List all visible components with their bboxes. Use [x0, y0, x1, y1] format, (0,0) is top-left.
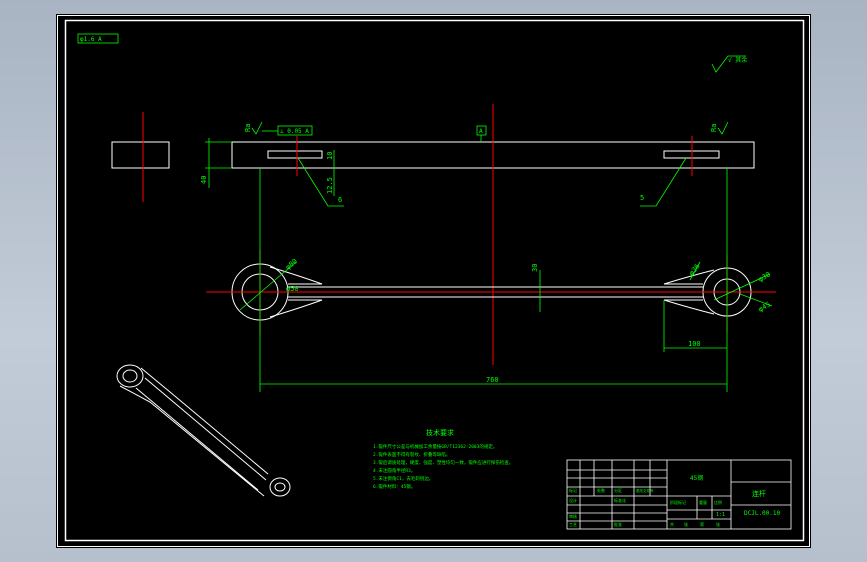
label-sheet-a: 张: [684, 521, 688, 527]
label-approve: 批准: [614, 521, 622, 527]
notes-title: 技术要求: [426, 428, 454, 437]
label-standard: 标准化: [614, 497, 626, 503]
label-count: 处数: [597, 487, 605, 493]
dim-phi-left-inner: φ50: [286, 285, 299, 293]
note-4: 4.未注圆角半径R3。: [373, 467, 415, 474]
dim-height-40: 40: [200, 176, 208, 184]
dim-5: 5: [640, 194, 644, 202]
datum-label: A: [479, 128, 483, 135]
front-view-dim-text: 40 12.5 10 6 5 Ra Ra A ⊥ 0.05 A: [200, 124, 718, 204]
tolerance-box-top-left: φ1.6 A: [77, 33, 119, 44]
front-view-dimensions: [205, 121, 729, 207]
front-view: [231, 104, 755, 365]
label-weight: 重量: [699, 499, 707, 505]
label-zone: 分区: [614, 487, 622, 493]
note-3: 3.锻后调质处理，硬度、强度、塑性均匀一致，锻件应进行探伤检查。: [373, 459, 513, 466]
label-ratio: 比例: [714, 499, 722, 505]
label-process: 工艺: [569, 522, 577, 527]
technical-requirements: 技术要求 1.锻件尺寸公差与机械加工余量按GB/T12362-2003的规定。 …: [373, 428, 513, 490]
datum-tolerance-box: ⊥ 0.05 A: [280, 128, 309, 135]
svg-text:√ 其余: √ 其余: [728, 56, 747, 64]
top-view-dimensions: [239, 168, 773, 392]
label-change-doc: 更改文件号: [636, 488, 654, 493]
dim-10: 10: [326, 152, 334, 160]
roughness-symbol-top-right: √ 其余: [711, 55, 747, 73]
label-mark: 标记: [569, 487, 577, 493]
label-review: 审核: [569, 513, 577, 519]
label-design: 设计: [569, 497, 577, 503]
dim-100: 100: [688, 340, 701, 348]
title-part-name: 连杆: [752, 489, 766, 498]
svg-text:φ1.6 A: φ1.6 A: [80, 36, 102, 43]
note-5: 5.未注倒角C1，去毛刺锐边。: [373, 475, 433, 482]
note-1: 1.锻件尺寸公差与机械加工余量按GB/T12362-2003的规定。: [373, 443, 497, 450]
title-block-text: 45钢 连杆 DCJL.00.10 1:1 标记 处数 分区 更改文件号 设计 …: [569, 474, 781, 527]
left-end-view: [111, 112, 170, 202]
title-material: 45钢: [690, 474, 703, 482]
title-drawing-no: DCJL.00.10: [744, 510, 781, 517]
dim-12-5: 12.5: [326, 177, 334, 194]
note-2: 2.锻件表面不得有裂纹、折叠等缺陷。: [373, 451, 450, 458]
dim-30: 30: [531, 264, 539, 272]
isometric-view: [116, 364, 291, 497]
inner-border: [64, 19, 805, 542]
label-stage: 阶段标记: [670, 499, 686, 505]
label-sheet-b: 张: [716, 521, 720, 527]
dim-6: 6: [338, 196, 342, 204]
drawing-sheet: [56, 14, 811, 548]
title-scale: 1:1: [716, 512, 725, 518]
note-6: 6.锻件材料：45钢。: [373, 483, 415, 490]
label-nth: 第: [700, 521, 704, 527]
roughness-left: Ra: [244, 124, 252, 132]
dim-760: 760: [486, 376, 499, 384]
roughness-right: Ra: [710, 124, 718, 132]
label-total: 共: [670, 521, 674, 527]
outer-border: [57, 15, 810, 547]
title-block: [566, 459, 792, 530]
